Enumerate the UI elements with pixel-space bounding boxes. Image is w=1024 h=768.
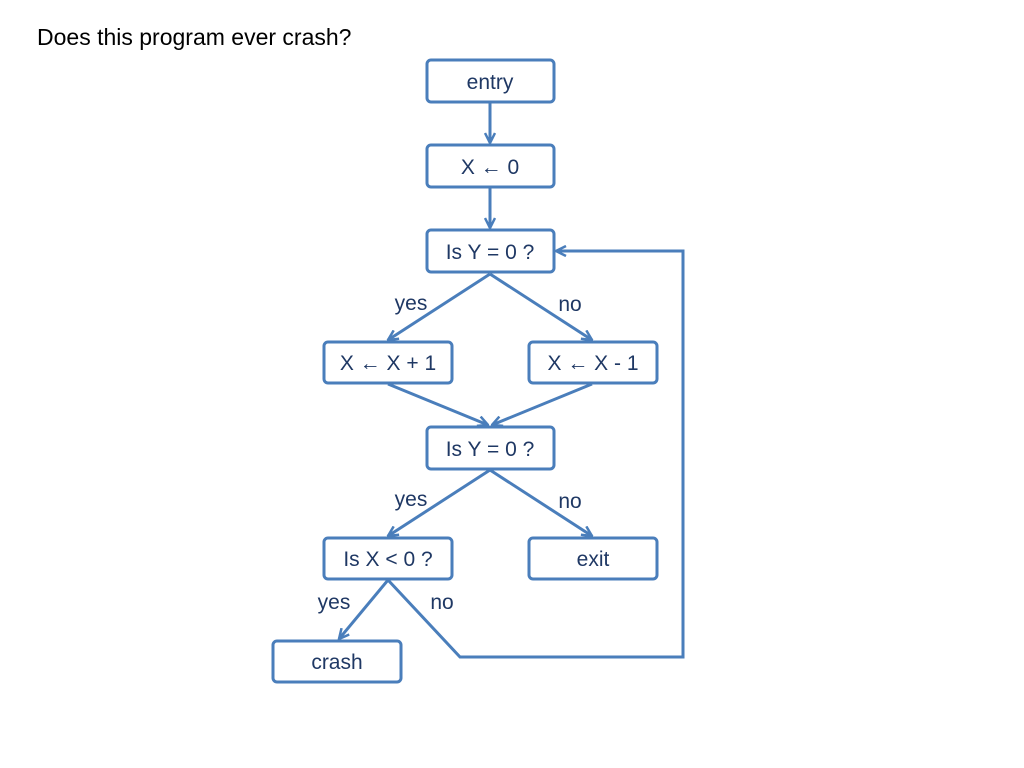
edge-label-check2-yes: yes <box>395 488 428 511</box>
edge-label-check1-no: no <box>558 293 581 316</box>
node-check3: Is X < 0 ? <box>322 536 454 581</box>
node-entry: entry <box>425 58 556 104</box>
node-check1: Is Y = 0 ? <box>425 228 556 274</box>
edge-label-check3-no: no <box>430 591 453 614</box>
edge-label-check3-yes: yes <box>318 591 351 614</box>
diagram-title: Does this program ever crash? <box>37 24 352 50</box>
edge-label-check1-yes: yes <box>395 292 428 315</box>
node-dec: X ← X - 1 <box>527 340 659 385</box>
node-inc-label: X ← X + 1 <box>340 352 436 375</box>
edge-check2-exit <box>489 468 592 536</box>
node-check2: Is Y = 0 ? <box>425 425 556 471</box>
edge-inc-check2 <box>387 382 488 425</box>
node-inc: X ← X + 1 <box>322 340 454 385</box>
edge-check1-inc <box>388 272 491 340</box>
node-entry-label: entry <box>467 71 514 94</box>
edge-check3-loop-back <box>386 251 685 659</box>
edge-dec-check2 <box>492 382 593 425</box>
node-check2-label: Is Y = 0 ? <box>446 438 535 461</box>
node-dec-label: X ← X - 1 <box>547 352 638 375</box>
node-init: X ← 0 <box>425 143 556 189</box>
node-check3-label: Is X < 0 ? <box>343 548 432 571</box>
node-check1-label: Is Y = 0 ? <box>446 241 535 264</box>
edge-check2-check3 <box>388 468 491 536</box>
node-exit-label: exit <box>577 548 610 571</box>
node-crash-label: crash <box>311 651 362 674</box>
node-init-label: X ← 0 <box>461 156 519 179</box>
node-exit: exit <box>527 536 659 581</box>
edge-label-check2-no: no <box>558 490 581 513</box>
edge-check3-crash <box>339 579 390 639</box>
edge-check1-dec <box>489 272 592 340</box>
node-crash: crash <box>271 639 403 684</box>
